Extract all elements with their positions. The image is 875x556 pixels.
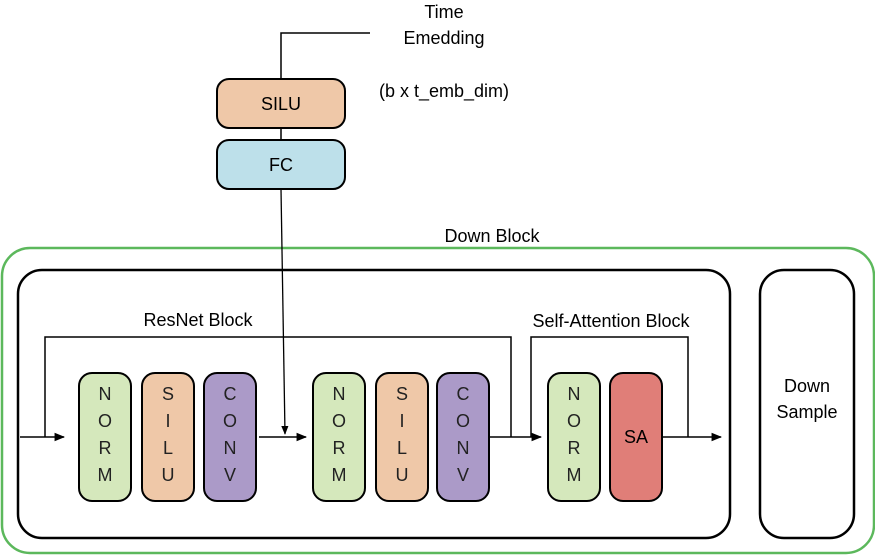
down-block-title: Down Block	[444, 226, 540, 246]
norm3-box	[547, 372, 601, 502]
norm1-letter: N	[99, 384, 112, 404]
down-block-container	[0, 246, 875, 555]
conv2-box	[436, 372, 490, 502]
norm2-letter: O	[332, 411, 346, 431]
time-silu-label: SILU	[261, 94, 301, 114]
silu1-letter: L	[163, 438, 173, 458]
fc-to-resnet-arrow	[280, 188, 289, 435]
conv1-letter: V	[224, 465, 236, 485]
sa-box	[609, 372, 663, 502]
sa-label: SA	[624, 427, 648, 447]
time-embedding-line	[280, 32, 370, 79]
conv2-letter: N	[457, 438, 470, 458]
silu2-letter: L	[397, 438, 407, 458]
resnet-skip-line	[44, 336, 512, 437]
conv1-box	[203, 372, 257, 502]
norm3-letter: M	[567, 465, 582, 485]
resnet-block-label: ResNet Block	[143, 310, 253, 330]
silu2-letter: S	[396, 384, 408, 404]
down-sample-label-line1: Down	[784, 376, 830, 396]
conv2-letter: C	[457, 384, 470, 404]
silu2-letter: I	[399, 411, 404, 431]
time-embedding-label-line1: Time	[424, 2, 463, 22]
silu2-box	[375, 372, 429, 502]
conv1-letter: C	[224, 384, 237, 404]
silu1-box	[141, 372, 195, 502]
time-embedding-label-line2: Emedding	[403, 28, 484, 48]
norm2-letter: M	[332, 465, 347, 485]
time-silu-box	[216, 78, 346, 129]
down-sample-label-line2: Sample	[776, 402, 837, 422]
conv1-letter: N	[224, 438, 237, 458]
fc-label: FC	[269, 155, 293, 175]
norm1-letter: R	[99, 438, 112, 458]
norm3-letter: N	[568, 384, 581, 404]
silu1-letter: U	[162, 465, 175, 485]
norm2-letter: R	[333, 438, 346, 458]
norm2-letter: N	[333, 384, 346, 404]
norm1-box	[78, 372, 132, 502]
emb-dim-label: (b x t_emb_dim)	[379, 81, 509, 102]
conv1-letter: O	[223, 411, 237, 431]
norm2-box	[312, 372, 366, 502]
silu1-letter: S	[162, 384, 174, 404]
silu2-letter: U	[396, 465, 409, 485]
norm3-letter: O	[567, 411, 581, 431]
conv2-letter: O	[456, 411, 470, 431]
conv2-letter: V	[457, 465, 469, 485]
attention-skip-line	[530, 336, 689, 437]
down-sample-box	[758, 268, 856, 540]
self-attention-block-label: Self-Attention Block	[532, 311, 690, 331]
norm1-letter: O	[98, 411, 112, 431]
inner-block	[16, 268, 732, 540]
silu1-letter: I	[165, 411, 170, 431]
norm1-letter: M	[98, 465, 113, 485]
norm3-letter: R	[568, 438, 581, 458]
